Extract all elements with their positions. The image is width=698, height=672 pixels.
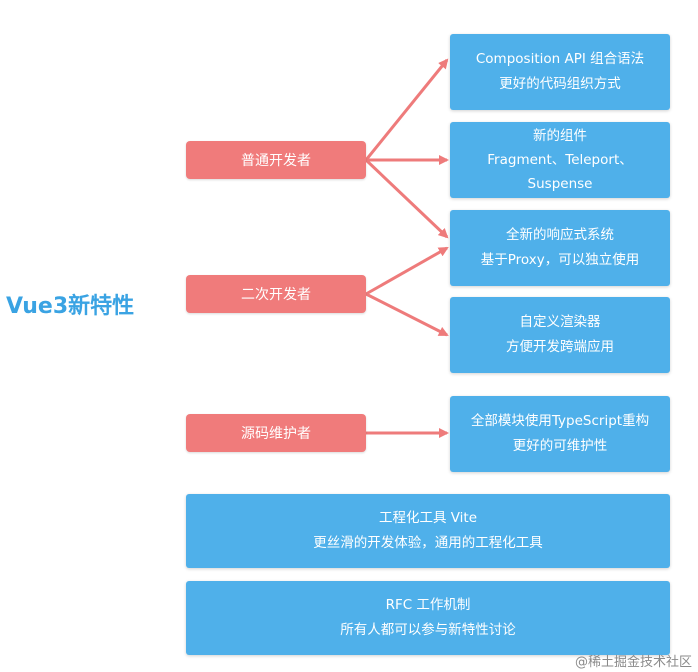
feature-components-line3: Suspense: [527, 176, 593, 192]
feature-vite-line1: 工程化工具 Vite: [378, 510, 478, 526]
arrow-secondary-to-renderer: [365, 292, 449, 337]
feature-renderer-line1: 自定义渲染器: [519, 314, 601, 330]
arrow-secondary-to-reactivity: [365, 246, 449, 296]
arrow-normal-to-composition: [364, 58, 449, 161]
role-secondary-developer: 二次开发者: [186, 275, 366, 313]
role-normal-developer: 普通开发者: [186, 141, 366, 179]
feature-rfc-line1: RFC 工作机制: [385, 597, 471, 613]
feature-components-line1: 新的组件: [533, 128, 587, 144]
feature-reactivity-line2: 基于Proxy，可以独立使用: [480, 252, 640, 268]
feature-composition-line1: Composition API 组合语法: [475, 51, 645, 67]
feature-rfc-process: RFC 工作机制 所有人都可以参与新特性讨论: [186, 581, 670, 655]
feature-components-line2: Fragment、Teleport、: [487, 152, 633, 168]
feature-composition-line2: 更好的代码组织方式: [499, 76, 621, 92]
feature-reactivity-line1: 全新的响应式系统: [506, 227, 614, 243]
feature-typescript-line1: 全部模块使用TypeScript重构: [470, 413, 650, 429]
feature-typescript-rewrite: 全部模块使用TypeScript重构 更好的可维护性: [450, 396, 670, 472]
role-source-maintainer: 源码维护者: [186, 414, 366, 452]
feature-vite-line2: 更丝滑的开发体验，通用的工程化工具: [313, 535, 543, 551]
feature-typescript-line2: 更好的可维护性: [512, 438, 608, 454]
arrow-normal-to-reactivity: [364, 158, 449, 239]
feature-reactivity-system: 全新的响应式系统 基于Proxy，可以独立使用: [450, 210, 670, 286]
diagram-title: Vue3新特性: [6, 294, 135, 319]
feature-vite-tooling: 工程化工具 Vite 更丝滑的开发体验，通用的工程化工具: [186, 494, 670, 568]
feature-composition-api: Composition API 组合语法 更好的代码组织方式: [450, 34, 670, 110]
feature-rfc-line2: 所有人都可以参与新特性讨论: [340, 622, 516, 638]
feature-custom-renderer: 自定义渲染器 方便开发跨端应用: [450, 297, 670, 373]
feature-renderer-line2: 方便开发跨端应用: [506, 339, 614, 355]
watermark: @稀土掘金技术社区: [574, 655, 692, 670]
feature-new-components: 新的组件 Fragment、Teleport、 Suspense: [450, 122, 670, 198]
